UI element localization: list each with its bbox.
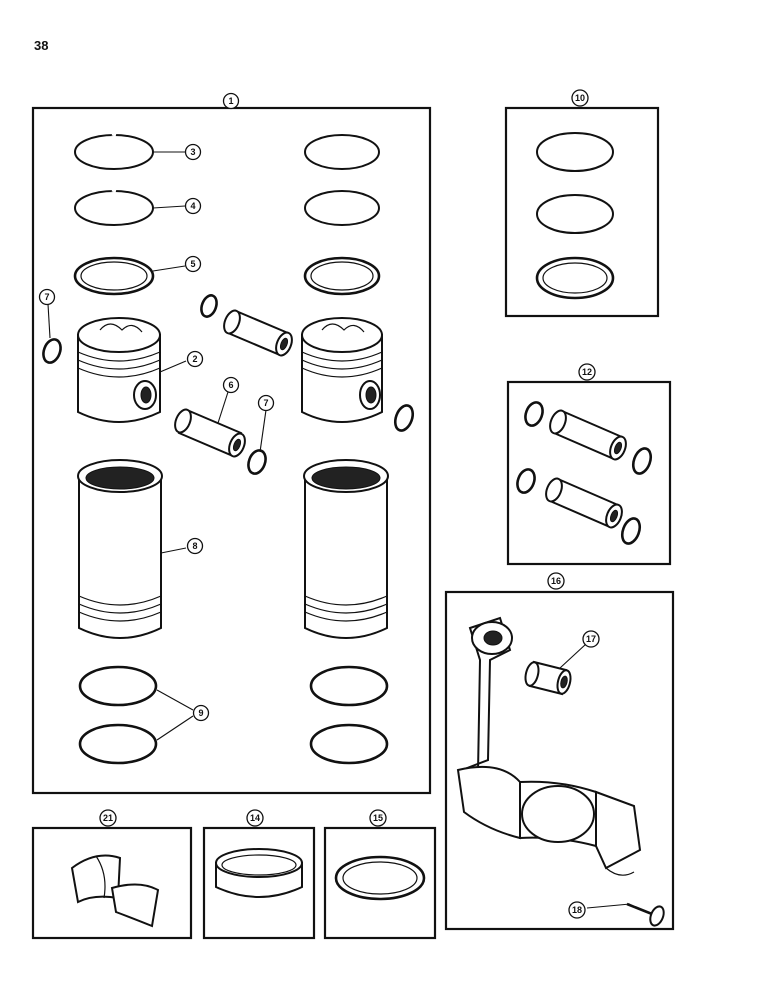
callout-5: 5 (184, 255, 202, 273)
callout-1: 1 (222, 92, 240, 110)
rod-bolt-18 (626, 902, 665, 927)
oil-ring-5-right (303, 256, 381, 296)
callout-9-label: 9 (198, 708, 203, 718)
connecting-rod (456, 616, 642, 876)
callout-14: 14 (246, 809, 264, 827)
o-rings-9-left (78, 665, 158, 765)
panel-21-bearing-set (31, 826, 193, 940)
panel-14-thrust-ring (202, 826, 316, 940)
callout-5-label: 5 (190, 259, 195, 269)
callout-21-label: 21 (103, 813, 113, 823)
callout-3-label: 3 (190, 147, 195, 157)
callout-8-label: 8 (192, 541, 197, 551)
callout-7-left: 7 (38, 288, 56, 306)
page-number: 38 (34, 38, 49, 53)
snap-ring-right-piston (393, 404, 415, 432)
callout-7-middle: 7 (257, 394, 275, 412)
panel-15-seal-ring (323, 826, 437, 940)
callout-10-label: 10 (575, 93, 585, 103)
compression-ring-3-left (74, 132, 154, 170)
panel-16-connecting-rod (444, 590, 675, 931)
callout-16: 16 (547, 572, 565, 590)
panel-10-ring-set (504, 106, 660, 318)
callout-12-label: 12 (582, 367, 592, 377)
o-rings-9-right (309, 665, 389, 765)
callout-6-label: 6 (228, 380, 233, 390)
compression-ring-4-left (74, 188, 154, 226)
snap-ring-upper-middle (200, 294, 218, 318)
callout-4-label: 4 (190, 201, 195, 211)
callout-15: 15 (369, 809, 387, 827)
oil-ring-5-left (73, 256, 155, 296)
piston-2-left (77, 317, 161, 423)
callout-15-label: 15 (373, 813, 383, 823)
callout-10: 10 (571, 89, 589, 107)
callout-3: 3 (184, 143, 202, 161)
callout-2-label: 2 (192, 354, 197, 364)
callout-2: 2 (186, 350, 204, 368)
callout-21: 21 (99, 809, 117, 827)
callout-9: 9 (192, 704, 210, 722)
callout-7-middle-label: 7 (263, 398, 268, 408)
callout-12: 12 (578, 363, 596, 381)
callout-14-label: 14 (250, 813, 260, 823)
callout-7-left-label: 7 (44, 292, 49, 302)
callout-6: 6 (222, 376, 240, 394)
snap-ring-7-left (42, 338, 62, 364)
panel-1-kit (31, 106, 432, 795)
compression-ring-3-right (304, 134, 380, 170)
callout-18-label: 18 (572, 905, 582, 915)
bushing-17 (524, 660, 572, 696)
callout-17: 17 (582, 630, 600, 648)
callout-17-label: 17 (586, 634, 596, 644)
piston-pin-6 (174, 408, 246, 458)
callout-16-label: 16 (551, 576, 561, 586)
callout-8: 8 (186, 537, 204, 555)
piston-pin-upper (223, 309, 293, 357)
callout-18: 18 (568, 901, 586, 919)
cylinder-sleeve-8-left (77, 459, 163, 639)
panel-12-pin-set (506, 380, 672, 566)
snap-ring-7-middle (247, 449, 267, 475)
callout-1-label: 1 (228, 96, 233, 106)
cylinder-sleeve-8-right (303, 459, 389, 639)
piston-2-right (301, 317, 383, 423)
compression-ring-4-right (304, 190, 380, 226)
callout-4: 4 (184, 197, 202, 215)
